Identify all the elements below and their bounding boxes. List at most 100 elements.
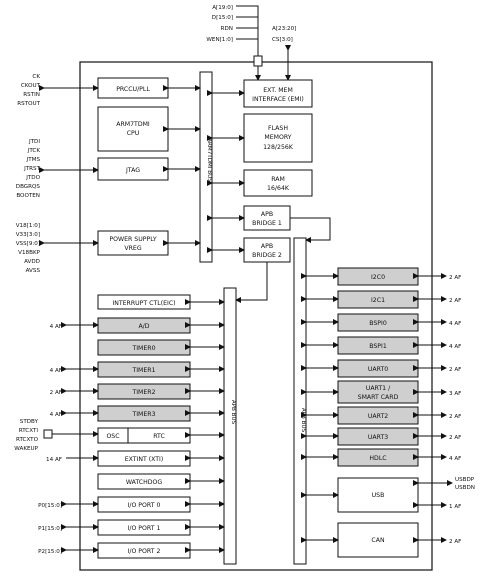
- pin-label-bspi0: 4 AF: [449, 321, 461, 327]
- ram-block: [243, 169, 313, 197]
- rtc-label: RTC: [153, 433, 165, 440]
- apb-bus-right-label: APB BUS: [300, 408, 306, 433]
- power-signal: V18BKP: [18, 250, 40, 256]
- port2-label: I/O PORT 2: [128, 548, 161, 555]
- uart3-label: UART3: [368, 434, 388, 441]
- clock-signal: CK: [32, 74, 40, 80]
- clock-signal: RSTIN: [23, 92, 40, 98]
- port0-label: I/O PORT 0: [128, 502, 161, 509]
- timer2-label: TIMER2: [131, 389, 155, 396]
- flash-label-line3: 128/256K: [263, 144, 294, 151]
- pin-label-port2: P2[15:0]: [38, 549, 62, 555]
- jtag-signals: JTDI JTCK JTMS JTRST JTDO DBGRQS BOOTEN: [16, 139, 99, 199]
- pin-label-can: 2 AF: [449, 539, 461, 545]
- ram-label-line2: 16/64K: [267, 185, 290, 192]
- pin-label-adc: 4 AF: [50, 324, 62, 330]
- ext-mem-signal: D[15:0]: [212, 15, 233, 21]
- bspi0-label: BSPI0: [369, 320, 387, 327]
- ext-mem-signal: A[19:0]: [212, 5, 233, 11]
- i2c0-label: I2C0: [371, 274, 385, 281]
- usb-block: [337, 477, 419, 513]
- power-signal: V33[3:0]: [16, 232, 40, 238]
- apb1-label-line1: APB: [261, 211, 273, 218]
- xti-label: EXTINT (XTI): [125, 456, 164, 463]
- psu-block: [97, 230, 169, 256]
- usb-pin-dp: USBDP: [455, 477, 475, 483]
- cpu-label-line1: ARM7TDMI: [116, 121, 150, 128]
- pin-label-hdlc: 4 AF: [449, 456, 461, 462]
- eic-label: INTERRUPT CTL(EIC): [112, 300, 175, 307]
- flash-label-line1: FLASH: [268, 125, 288, 132]
- power-signal: V18[1:0]: [16, 223, 40, 229]
- clock-signal: RSTOUT: [17, 101, 40, 107]
- adc-label: A/D: [138, 323, 149, 330]
- rtc-signal: RTCXTO: [16, 437, 39, 443]
- ext-mem-signal-right: CS[3:0]: [272, 37, 293, 43]
- jtag-signal: JTCK: [27, 148, 41, 154]
- pin-label-usb: 1 AF: [449, 504, 461, 510]
- ext-mem-signal-right: A[23:20]: [272, 26, 296, 32]
- emi-label-line2: INTERFACE (EMI): [252, 96, 304, 103]
- uart0-label: UART0: [368, 366, 388, 373]
- jtag-signal: DBGRQS: [16, 184, 41, 190]
- pin-label-uart1: 3 AF: [449, 391, 461, 397]
- flash-label-line2: MEMORY: [264, 134, 291, 141]
- apb2-label-line1: APB: [261, 243, 273, 250]
- apb-bus-left: [223, 287, 237, 565]
- pin-label-bspi1: 4 AF: [449, 344, 461, 350]
- power-signal: AVDD: [24, 259, 40, 265]
- pin-label-timer2: 4 AF: [50, 412, 62, 418]
- flash-block: [243, 113, 313, 163]
- ext-mem-signals: A[19:0] D[15:0] RDN WEN[1:0] A[23:20] CS…: [206, 5, 296, 81]
- rtc-signal: STDBY: [20, 419, 39, 425]
- emi-label-line1: EXT. MEM: [263, 87, 293, 94]
- timer1-label: TIMER1: [131, 367, 155, 374]
- pin-label-uart2: 2 AF: [449, 414, 461, 420]
- clock-signal: CKOUT: [21, 83, 41, 89]
- psu-label-line2: VREG: [124, 245, 141, 252]
- pin-label-timer1: 2 AF: [50, 390, 62, 396]
- emi-block: [243, 79, 313, 108]
- pin-label-timer0: 4 AF: [50, 368, 62, 374]
- rtc-signal: WAKEUP: [14, 446, 38, 452]
- can-label: CAN: [371, 537, 385, 544]
- pin-label-uart0: 2 AF: [449, 367, 461, 373]
- power-signal: AVSS: [26, 268, 41, 274]
- uart1-label-line1: UART1 /: [366, 385, 391, 392]
- rtc-signal: RTCXTI: [19, 428, 39, 434]
- pin-label-uart3: 2 AF: [449, 435, 461, 441]
- osc-label: OSC: [106, 433, 119, 440]
- jtag-signal: JTDI: [28, 139, 40, 145]
- timer0-label: TIMER0: [131, 345, 155, 352]
- ext-mem-signal: RDN: [221, 26, 233, 32]
- i2c1-label: I2C1: [371, 297, 385, 304]
- jtag-signal: BOOTEN: [16, 193, 40, 199]
- jtag-signal: JTMS: [26, 157, 41, 163]
- uart1-label-line2: SMART CARD: [358, 394, 399, 401]
- ram-label-line1: RAM: [271, 176, 285, 183]
- apb2-label-line2: BRIDGE 2: [252, 252, 282, 259]
- usb-pin-dn: USBDN: [455, 485, 475, 491]
- apb-bus-right: [293, 237, 307, 565]
- clock-signals: CK CKOUT RSTIN RSTOUT: [17, 74, 99, 107]
- power-signal: VSS[9:0]: [16, 241, 40, 247]
- pin-label-port1: P1[15:0]: [38, 526, 62, 532]
- usb-label: USB: [372, 492, 385, 499]
- jtag-signal: JTDO: [25, 175, 40, 181]
- ext-mem-signal: WEN[1:0]: [206, 37, 233, 43]
- rtc-signals: STDBY RTCXTI RTCXTO WAKEUP: [14, 419, 99, 452]
- pin-label-i2c0: 2 AF: [449, 275, 461, 281]
- power-signals: V18[1:0] V33[3:0] VSS[9:0] V18BKP AVDD A…: [16, 223, 99, 274]
- cpu-label-line2: CPU: [127, 130, 140, 137]
- apb-bus-left-label: APB BUS: [230, 400, 236, 425]
- psu-label-line1: POWER SUPPLY: [109, 236, 156, 243]
- bspi1-label: BSPI1: [369, 343, 387, 350]
- hdlc-label: HDLC: [369, 455, 386, 462]
- prccu-label: PRCCU/PLL: [116, 86, 150, 93]
- jtag-label: JTAG: [125, 167, 140, 174]
- jtag-signal: JTRST: [23, 166, 41, 172]
- pin-label-xti: 14 AF: [46, 457, 62, 463]
- arm7-bus-label: ARM7TDMI BUS: [206, 138, 212, 182]
- watchdog-label: WATCHDOG: [126, 479, 163, 486]
